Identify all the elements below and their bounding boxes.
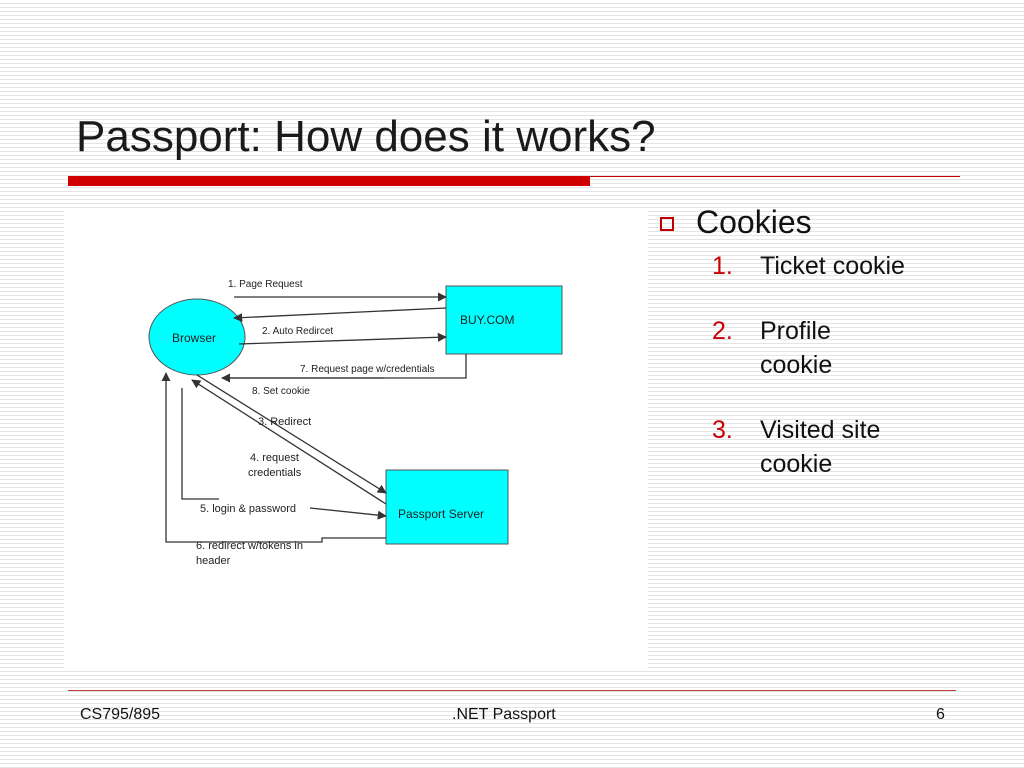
- step-2-label: 2. Auto Redircet: [262, 326, 333, 337]
- list-item: 3. Visited site cookie: [660, 413, 990, 481]
- passport-flow-diagram: Browser BUY.COM Passport Server 1. Page …: [64, 208, 648, 668]
- buy-com-label: BUY.COM: [460, 313, 514, 327]
- arrow-redirect: [196, 374, 387, 494]
- bullet-heading: Cookies: [696, 204, 812, 240]
- arrow-login-password: [181, 388, 219, 500]
- list-item-text: Profile cookie: [760, 317, 833, 379]
- step-6-label-line1: 6. redirect w/tokens in: [196, 540, 303, 552]
- cookie-bullet-list: Cookies 1. Ticket cookie 2. Profile cook…: [660, 204, 990, 512]
- step-1-label: 1. Page Request: [228, 279, 303, 290]
- footer-divider-line: [68, 690, 956, 691]
- list-item: 1. Ticket cookie: [660, 249, 990, 283]
- step-7-label: 7. Request page w/credentials: [300, 364, 435, 375]
- list-item-number: 2.: [712, 317, 733, 345]
- footer-page-number: 6: [936, 706, 945, 723]
- arrow-auto-redirect: [238, 332, 447, 345]
- passport-server-label: Passport Server: [398, 507, 484, 521]
- step-8-label: 8. Set cookie: [252, 386, 310, 397]
- title-divider-line: [590, 176, 960, 177]
- list-item-number: 1.: [712, 252, 733, 280]
- list-item-text: Ticket cookie: [760, 252, 905, 280]
- list-item: 2. Profile cookie: [660, 314, 990, 382]
- step-4-label-line1: 4. request: [250, 452, 299, 464]
- footer-topic: .NET Passport: [452, 706, 556, 723]
- buy-com-node: [445, 285, 563, 355]
- step-5-label: 5. login & password: [200, 503, 296, 515]
- title-accent-bar: [68, 176, 590, 186]
- diagram-canvas: Browser BUY.COM Passport Server 1. Page …: [148, 279, 563, 567]
- cookie-types-list: 1. Ticket cookie 2. Profile cookie 3. Vi…: [660, 249, 990, 481]
- arrow-page-request-return: [233, 307, 447, 323]
- list-item-text: Visited site cookie: [760, 416, 881, 478]
- arrow-request-credentials: [191, 379, 387, 505]
- square-bullet-icon: [660, 216, 674, 231]
- list-item-number: 3.: [712, 416, 733, 444]
- browser-label: Browser: [172, 331, 216, 345]
- arrow-login-password-tail: [309, 507, 387, 520]
- bullet-cookies: Cookies: [660, 204, 990, 241]
- step-4-label-line2: credentials: [248, 467, 302, 479]
- step-3-label: 3. Redirect: [258, 416, 311, 428]
- slide-title: Passport: How does it works?: [76, 112, 656, 161]
- passport-server-node: [385, 469, 509, 545]
- step-6-label-line2: header: [196, 555, 231, 567]
- arrow-redirect-tokens: [161, 372, 386, 543]
- footer-course-code: CS795/895: [80, 706, 161, 723]
